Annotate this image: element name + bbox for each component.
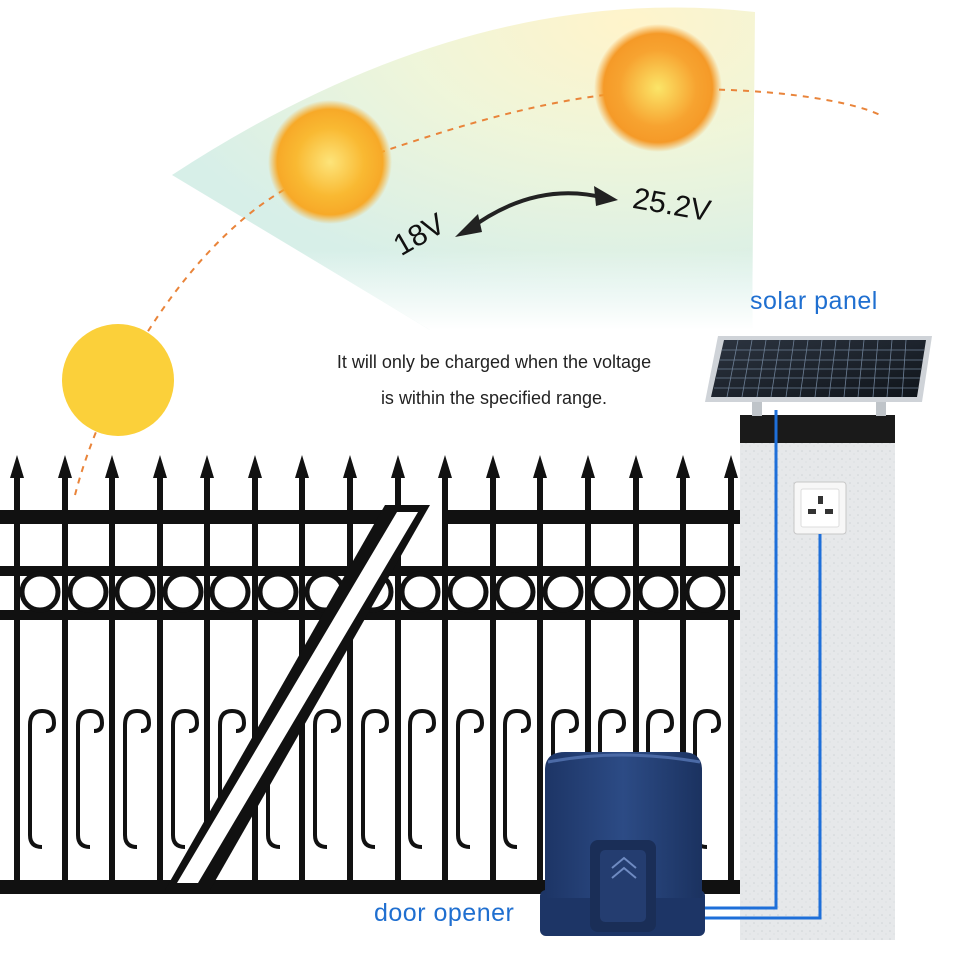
solar-panel-label: solar panel [750, 287, 878, 315]
sun-icon [268, 100, 392, 224]
door-opener-icon [540, 752, 705, 936]
sun-icon [62, 324, 174, 436]
sun-path [74, 88, 881, 496]
door-opener-label: door opener [374, 899, 515, 927]
voltage-range-arrow [455, 186, 618, 237]
charge-note-line-2: is within the specified range. [380, 388, 608, 408]
power-wires [700, 410, 822, 920]
charge-note: It will only be charged when the voltage… [284, 344, 704, 416]
power-socket-icon [793, 481, 847, 535]
charge-note-line-1: It will only be charged when the voltage [336, 352, 652, 372]
iron-fence [0, 455, 740, 894]
solar-panel-icon [705, 336, 932, 416]
sun-icon [594, 24, 722, 152]
